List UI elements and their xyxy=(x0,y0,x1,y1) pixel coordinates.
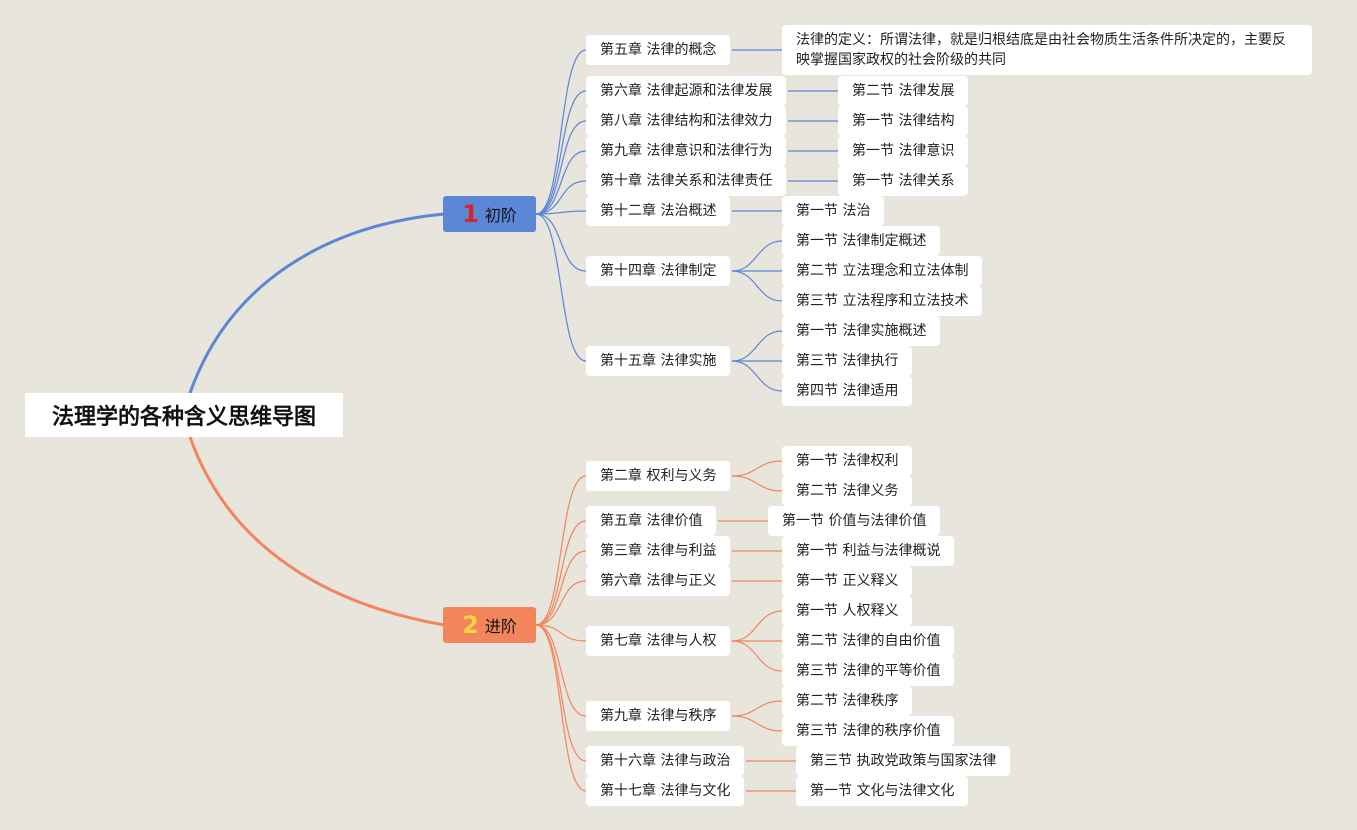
section-node[interactable]: 第一节 法律实施概述 xyxy=(782,316,941,346)
branch-label: 进阶 xyxy=(484,617,517,636)
section-node[interactable]: 第二节 立法理念和立法体制 xyxy=(782,256,983,286)
section-node[interactable]: 第二节 法律义务 xyxy=(782,476,913,506)
connector xyxy=(188,436,445,627)
section-node[interactable]: 第一节 法律制定概述 xyxy=(782,226,941,256)
chapter-node[interactable]: 第五章 法律的概念 xyxy=(586,35,731,65)
connector xyxy=(535,624,587,762)
section-node[interactable]: 第一节 价值与法律价值 xyxy=(768,506,941,536)
chapter-node[interactable]: 第三章 法律与利益 xyxy=(586,536,731,566)
connector xyxy=(731,475,783,492)
chapter-node[interactable]: 第九章 法律意识和法律行为 xyxy=(586,136,787,166)
connector xyxy=(731,715,783,732)
connector xyxy=(731,270,783,302)
section-node[interactable]: 第四节 法律适用 xyxy=(782,376,913,406)
branch-number: 2 xyxy=(462,611,479,639)
section-node[interactable]: 第一节 人权释义 xyxy=(782,596,913,626)
connector xyxy=(731,330,783,362)
connector xyxy=(535,624,587,792)
connector xyxy=(731,240,783,272)
connector xyxy=(188,212,445,394)
connector xyxy=(535,475,587,626)
chapter-node[interactable]: 第十七章 法律与文化 xyxy=(586,776,745,806)
chapter-node[interactable]: 第九章 法律与秩序 xyxy=(586,701,731,731)
definition-note[interactable]: 法律的定义：所谓法律，就是归根结底是由社会物质生活条件所决定的，主要反映掌握国家… xyxy=(782,25,1312,75)
section-node[interactable]: 第三节 法律的秩序价值 xyxy=(782,716,955,746)
connector xyxy=(535,213,587,272)
chapter-node[interactable]: 第十四章 法律制定 xyxy=(586,256,731,286)
connector xyxy=(535,580,587,626)
section-node[interactable]: 第三节 法律的平等价值 xyxy=(782,656,955,686)
section-node[interactable]: 第三节 立法程序和立法技术 xyxy=(782,286,983,316)
section-node[interactable]: 第三节 执政党政策与国家法律 xyxy=(796,746,1011,776)
connector xyxy=(535,520,587,626)
connector xyxy=(731,640,783,672)
section-node[interactable]: 第一节 法律权利 xyxy=(782,446,913,476)
section-node[interactable]: 第一节 文化与法律文化 xyxy=(796,776,969,806)
chapter-node[interactable]: 第二章 权利与义务 xyxy=(586,461,731,491)
branch-basic[interactable]: 1 初阶 xyxy=(443,196,536,232)
chapter-node[interactable]: 第七章 法律与人权 xyxy=(586,626,731,656)
section-node[interactable]: 第二节 法律发展 xyxy=(838,76,969,106)
connector xyxy=(535,180,587,215)
connector xyxy=(731,700,783,717)
connector xyxy=(535,210,587,215)
connector xyxy=(731,360,783,392)
chapter-node[interactable]: 第十六章 法律与政治 xyxy=(586,746,745,776)
section-node[interactable]: 第二节 法律秩序 xyxy=(782,686,913,716)
connector xyxy=(535,624,587,642)
branch-advanced[interactable]: 2 进阶 xyxy=(443,607,536,643)
branch-number: 1 xyxy=(462,200,479,228)
chapter-node[interactable]: 第六章 法律起源和法律发展 xyxy=(586,76,787,106)
section-node[interactable]: 第一节 利益与法律概说 xyxy=(782,536,955,566)
section-node[interactable]: 第一节 法律结构 xyxy=(838,106,969,136)
connector xyxy=(535,49,587,215)
chapter-node[interactable]: 第五章 法律价值 xyxy=(586,506,717,536)
chapter-node[interactable]: 第六章 法律与正义 xyxy=(586,566,731,596)
root-title[interactable]: 法理学的各种含义思维导图 xyxy=(25,393,343,437)
chapter-node[interactable]: 第八章 法律结构和法律效力 xyxy=(586,106,787,136)
section-node[interactable]: 第一节 正义释义 xyxy=(782,566,913,596)
connector xyxy=(535,624,587,717)
connector xyxy=(535,120,587,215)
branch-label: 初阶 xyxy=(484,206,517,225)
connector xyxy=(535,550,587,626)
connector xyxy=(731,610,783,642)
chapter-node[interactable]: 第十章 法律关系和法律责任 xyxy=(586,166,787,196)
section-node[interactable]: 第一节 法律意识 xyxy=(838,136,969,166)
chapter-node[interactable]: 第十五章 法律实施 xyxy=(586,346,731,376)
section-node[interactable]: 第三节 法律执行 xyxy=(782,346,913,376)
connector xyxy=(535,90,587,215)
chapter-node[interactable]: 第十二章 法治概述 xyxy=(586,196,731,226)
section-node[interactable]: 第一节 法治 xyxy=(782,196,885,226)
connector xyxy=(535,213,587,362)
connector xyxy=(731,460,783,477)
section-node[interactable]: 第一节 法律关系 xyxy=(838,166,969,196)
section-node[interactable]: 第二节 法律的自由价值 xyxy=(782,626,955,656)
connector xyxy=(535,150,587,215)
